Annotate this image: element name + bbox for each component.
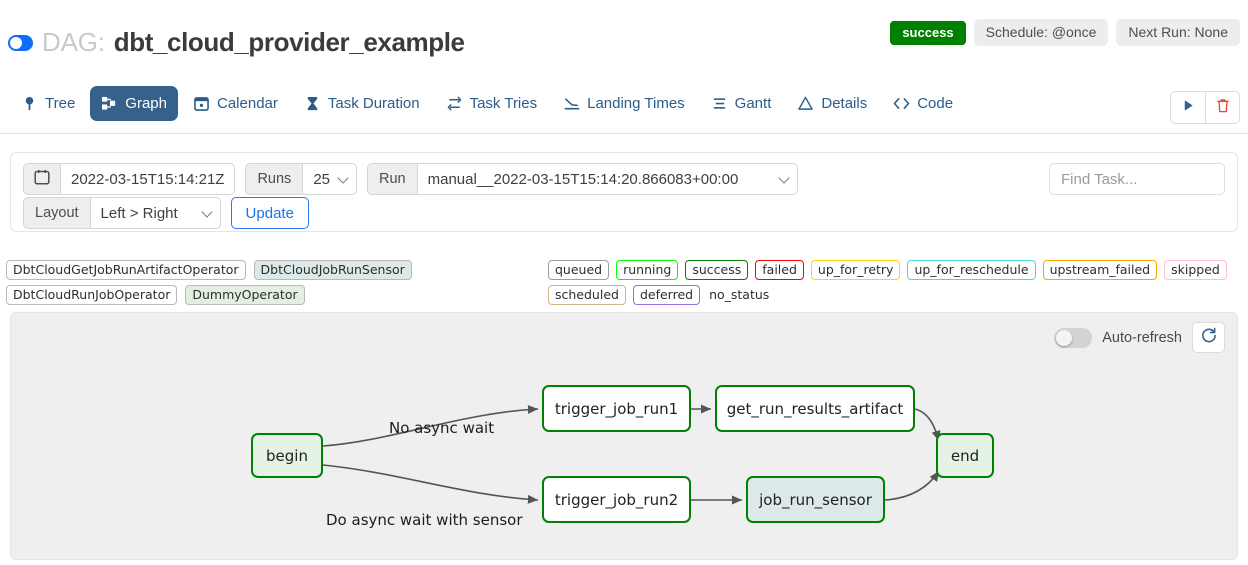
code-brackets-icon: [893, 95, 910, 112]
dag-node-trigger-job-run1[interactable]: trigger_job_run1: [542, 385, 691, 432]
runs-select[interactable]: 25: [303, 163, 357, 195]
dag-node-end[interactable]: end: [936, 433, 994, 478]
tab-label: Graph: [125, 95, 167, 112]
state-chip-scheduled[interactable]: scheduled: [548, 285, 626, 305]
state-legend: queued running success failed up_for_ret…: [548, 260, 1246, 305]
tab-tree[interactable]: Tree: [10, 86, 86, 121]
run-label: Run: [367, 163, 418, 195]
trigger-dag-button[interactable]: [1170, 91, 1205, 124]
filter-row-primary: 2022-03-15T15:14:21Z Runs 25 Run manual_…: [23, 163, 798, 195]
tab-label: Code: [917, 95, 954, 112]
play-icon: [1182, 99, 1195, 117]
edge-label-no-async-wait: No async wait: [389, 419, 495, 437]
refresh-icon: [1200, 327, 1217, 349]
state-chip-queued[interactable]: queued: [548, 260, 610, 280]
warning-triangle-icon: [797, 95, 814, 112]
edge-label-do-async-wait-with-sensor: Do async wait with sensor: [326, 511, 523, 529]
tab-task-tries[interactable]: Task Tries: [435, 86, 549, 121]
tab-code[interactable]: Code: [882, 86, 964, 121]
dag-nav-tabs: Tree Graph Calendar Task Duration: [0, 80, 1248, 134]
tab-task-duration[interactable]: Task Duration: [293, 86, 431, 121]
header-badges: success Schedule: @once Next Run: None: [890, 19, 1240, 46]
execution-date-group: 2022-03-15T15:14:21Z: [23, 163, 236, 195]
tree-icon: [21, 95, 38, 112]
layout-select[interactable]: Left > Right: [90, 197, 221, 229]
auto-refresh-controls: Auto-refresh: [1054, 322, 1225, 353]
state-chip-up-for-reschedule[interactable]: up_for_reschedule: [907, 260, 1036, 280]
calendar-icon: [193, 95, 210, 112]
state-chip-success[interactable]: success: [685, 260, 749, 280]
tab-label: Gantt: [734, 95, 772, 112]
runs-label: Runs: [245, 163, 304, 195]
operator-legend: DbtCloudGetJobRunArtifactOperator DbtClo…: [6, 260, 536, 305]
refresh-button[interactable]: [1192, 322, 1225, 353]
operator-chip[interactable]: DbtCloudJobRunSensor: [253, 260, 412, 280]
dag-node-get-run-results-artifact[interactable]: get_run_results_artifact: [715, 385, 915, 432]
gantt-icon: [711, 95, 728, 112]
auto-refresh-toggle[interactable]: [1054, 327, 1093, 348]
calendar-icon: [34, 169, 50, 189]
node-label: begin: [266, 446, 308, 465]
tab-label: Task Tries: [469, 95, 538, 112]
run-select[interactable]: manual__2022-03-15T15:14:20.866083+00:00: [417, 163, 798, 195]
dag-filter-bar: 2022-03-15T15:14:21Z Runs 25 Run manual_…: [10, 152, 1238, 232]
graph-legend: DbtCloudGetJobRunArtifactOperator DbtClo…: [0, 258, 1248, 306]
run-group: Run manual__2022-03-15T15:14:20.866083+0…: [367, 163, 798, 195]
dag-name: dbt_cloud_provider_example: [113, 27, 465, 57]
filter-row-secondary: Layout Left > Right Update: [23, 197, 309, 229]
node-label: job_run_sensor: [759, 490, 872, 509]
state-chip-failed[interactable]: failed: [755, 260, 804, 280]
dag-pause-toggle[interactable]: [8, 34, 33, 51]
tab-graph[interactable]: Graph: [90, 86, 178, 121]
status-badge: success: [890, 20, 966, 45]
runs-group: Runs 25: [245, 163, 357, 195]
state-chip-upstream-failed[interactable]: upstream_failed: [1042, 260, 1158, 280]
delete-dag-button[interactable]: [1205, 91, 1240, 124]
tab-gantt[interactable]: Gantt: [700, 86, 783, 121]
dag-label: DAG:: [42, 27, 105, 57]
tab-label: Tree: [45, 95, 76, 112]
landing-icon: [563, 95, 580, 112]
graph-icon: [101, 95, 118, 112]
retry-icon: [446, 95, 463, 112]
layout-group: Layout Left > Right: [23, 197, 221, 229]
dag-node-job-run-sensor[interactable]: job_run_sensor: [746, 476, 885, 523]
update-button[interactable]: Update: [230, 197, 309, 229]
state-chip-running[interactable]: running: [616, 260, 679, 280]
tab-calendar[interactable]: Calendar: [182, 86, 289, 121]
hourglass-icon: [304, 95, 321, 112]
tab-details[interactable]: Details: [786, 86, 878, 121]
tab-label: Calendar: [217, 95, 278, 112]
execution-date-input[interactable]: 2022-03-15T15:14:21Z: [61, 163, 236, 195]
operator-chip[interactable]: DbtCloudGetJobRunArtifactOperator: [6, 260, 246, 280]
node-label: trigger_job_run2: [554, 490, 679, 509]
layout-label: Layout: [23, 197, 91, 229]
tab-label: Task Duration: [327, 95, 420, 112]
state-chip-up-for-retry[interactable]: up_for_retry: [810, 260, 901, 280]
tab-label: Landing Times: [587, 95, 685, 112]
node-label: get_run_results_artifact: [726, 399, 904, 418]
tab-list: Tree Graph Calendar Task Duration: [10, 86, 964, 121]
dag-node-begin[interactable]: begin: [251, 433, 323, 478]
next-run-badge: Next Run: None: [1116, 19, 1240, 46]
dag-node-trigger-job-run2[interactable]: trigger_job_run2: [542, 476, 691, 523]
tab-landing-times[interactable]: Landing Times: [552, 86, 696, 121]
state-chip-skipped[interactable]: skipped: [1164, 260, 1227, 280]
dag-action-buttons: [1170, 91, 1240, 124]
page-header: DAG: dbt_cloud_provider_example success …: [0, 0, 1248, 72]
node-label: end: [950, 446, 980, 465]
operator-chip[interactable]: DbtCloudRunJobOperator: [6, 285, 178, 305]
calendar-button[interactable]: [23, 163, 61, 195]
find-task-input[interactable]: Find Task...: [1049, 163, 1225, 195]
tab-label: Details: [821, 95, 868, 112]
state-chip-deferred[interactable]: deferred: [632, 285, 701, 305]
graph-canvas-panel: Auto-refresh begin trigger_j: [10, 312, 1238, 560]
state-chip-no-status: no_status: [709, 287, 770, 302]
auto-refresh-label: Auto-refresh: [1102, 329, 1182, 346]
dag-title: DAG: dbt_cloud_provider_example: [8, 27, 465, 58]
node-label: trigger_job_run1: [554, 399, 679, 418]
schedule-badge[interactable]: Schedule: @once: [973, 19, 1109, 46]
trash-icon: [1216, 98, 1230, 118]
operator-chip[interactable]: DummyOperator: [185, 285, 305, 305]
